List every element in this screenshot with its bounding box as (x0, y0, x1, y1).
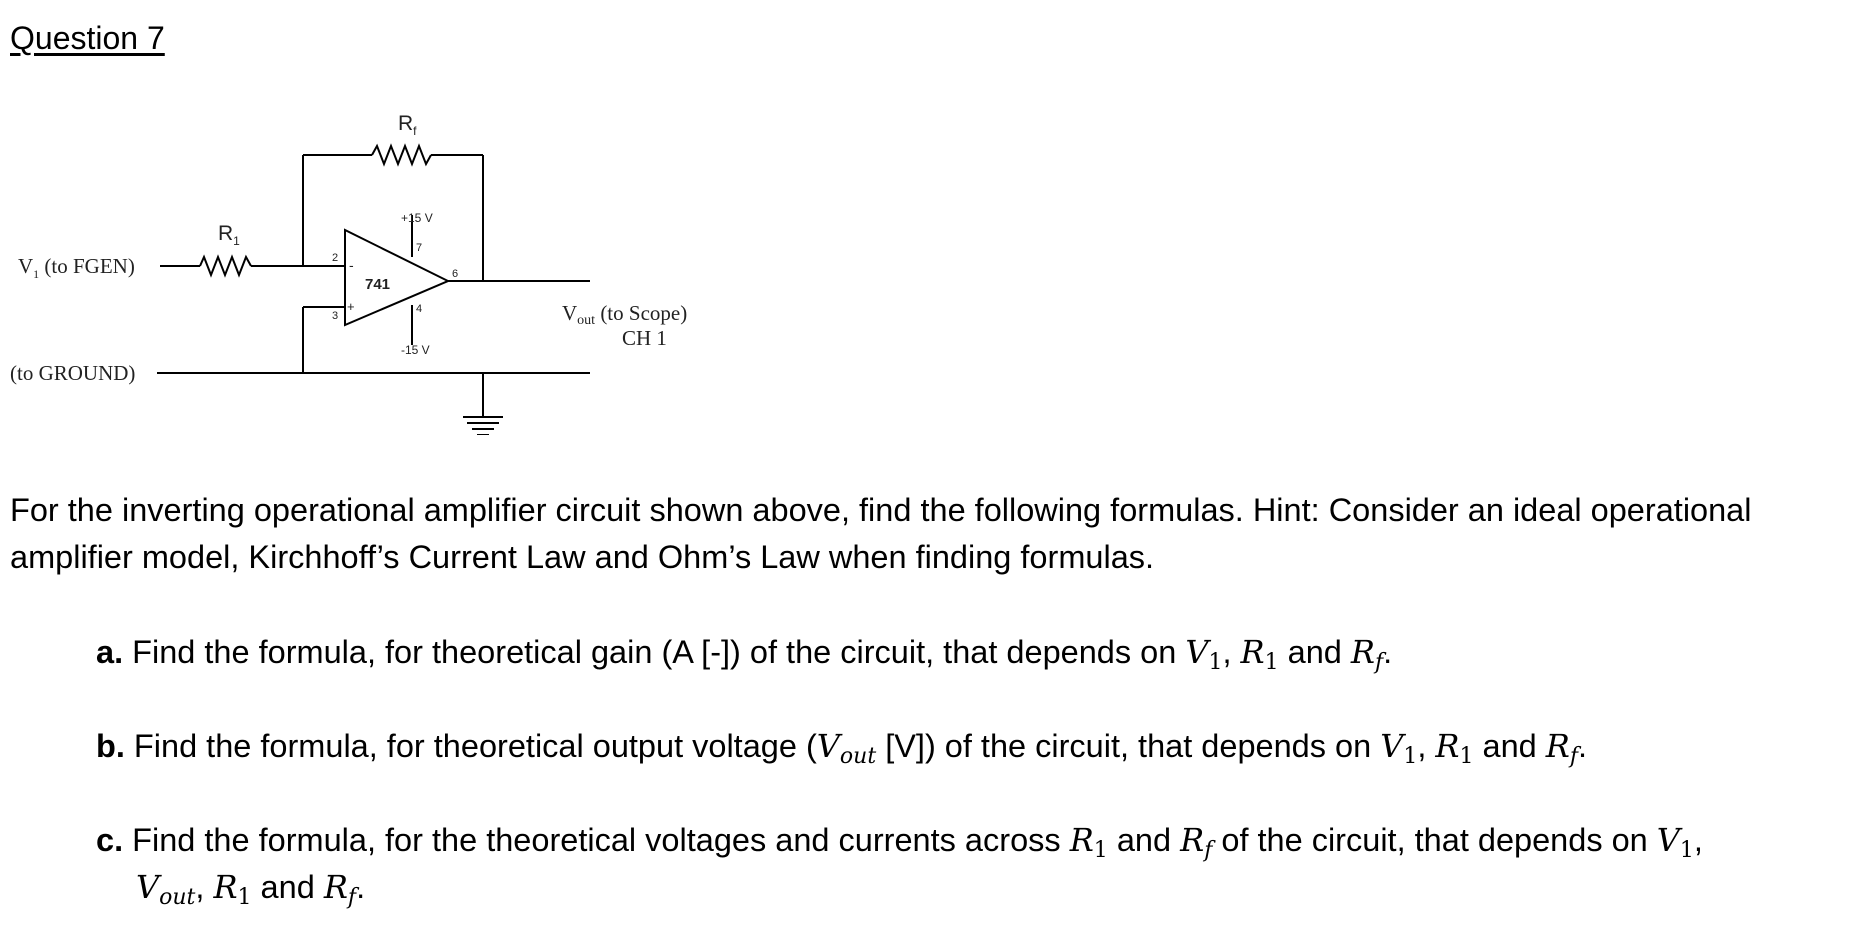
math-r1: R1 (1240, 633, 1279, 675)
pin-3-label: 3 (332, 310, 338, 322)
math-r1: R1 (1435, 727, 1474, 769)
neg-supply-label: -15 V (401, 343, 430, 357)
opamp-741-symbol (344, 228, 451, 327)
math-rf: Rf (1545, 727, 1579, 769)
math-v1: V1 (1380, 727, 1418, 769)
math-vout: Vout (136, 868, 196, 910)
opamp-label: 741 (365, 276, 390, 293)
math-v1: V1 (1656, 821, 1694, 863)
noninverting-input-sign: + (347, 299, 355, 314)
ground-label: (to GROUND) (10, 361, 135, 385)
question-part-c-line-1: c. Find the formula, for the theoretical… (96, 821, 1703, 863)
vout-label: Vout (to Scope) (562, 301, 687, 328)
inverting-input-sign: - (349, 257, 354, 273)
rf-resistor (371, 143, 432, 167)
pin-6-label: 6 (452, 268, 458, 280)
pin-4-label: 4 (416, 303, 422, 315)
part-a-letter: a. (96, 634, 124, 670)
math-rf: Rf (1350, 633, 1384, 675)
r1-resistor (199, 254, 252, 278)
part-c-letter: c. (96, 822, 124, 858)
rf-label: Rf (398, 112, 417, 138)
pin-2-label: 2 (332, 252, 338, 264)
math-rf: Rf (1180, 821, 1213, 863)
question-part-c-line-2: Vout, R1 and Rf. (136, 868, 366, 910)
math-r1: R1 (1069, 821, 1108, 863)
inverting-amplifier-circuit: Rf R1 V1 (to FGEN) (to GROUND) Vout (to … (10, 112, 687, 435)
math-vout: Vout (816, 727, 877, 769)
question-part-a: a. Find the formula, for theoretical gai… (96, 633, 1393, 675)
part-b-letter: b. (96, 728, 125, 764)
question-part-b: b. Find the formula, for theoretical out… (96, 727, 1588, 769)
math-rf: Rf (323, 868, 357, 910)
pos-supply-label: +15 V (401, 211, 433, 225)
ch1-label: CH 1 (622, 326, 667, 350)
r1-label: R1 (218, 222, 240, 248)
math-r1: R1 (213, 868, 252, 910)
v1-label: V1 (to FGEN) (18, 254, 135, 281)
math-v1: V1 (1185, 633, 1223, 675)
question-title: Question 7 (10, 20, 165, 56)
intro-paragraph: For the inverting operational amplifier … (10, 492, 1752, 575)
pin-7-label: 7 (416, 242, 422, 254)
